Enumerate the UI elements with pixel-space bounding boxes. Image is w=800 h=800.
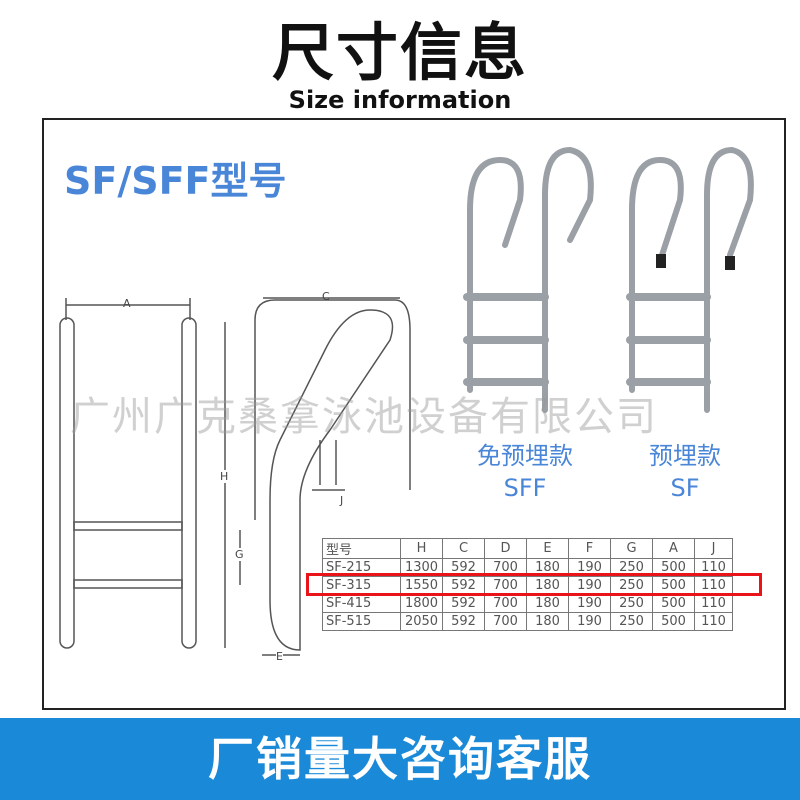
page-title: 尺寸信息 <box>271 16 528 89</box>
variant-name: 预埋款 <box>649 442 721 470</box>
variant-code: SFF <box>503 474 547 502</box>
table-cell: E <box>526 538 569 559</box>
highlight-box <box>306 573 762 596</box>
table-cell: A <box>652 538 695 559</box>
table-cell: 1550 <box>400 576 443 595</box>
dim-h-label: H <box>220 470 229 483</box>
table-cell: 500 <box>652 594 695 613</box>
dim-c-label: C <box>322 290 330 303</box>
variant-name: 免预埋款 <box>477 442 573 470</box>
table-cell: C <box>442 538 485 559</box>
table-cell: SF-215 <box>322 558 401 577</box>
variant-sff: 免预埋款 SFF <box>460 440 590 504</box>
table-cell: 型号 <box>322 538 401 559</box>
table-cell: 592 <box>442 612 485 631</box>
table-cell: 2050 <box>400 612 443 631</box>
spec-frame <box>42 118 786 710</box>
table-cell: 700 <box>484 594 527 613</box>
dim-e-label: E <box>276 650 283 663</box>
table-cell: H <box>400 538 443 559</box>
side-view-drawing <box>254 299 411 651</box>
table-cell: F <box>568 538 611 559</box>
table-cell: 110 <box>694 594 733 613</box>
dim-a-label: A <box>123 297 131 310</box>
watermark: 广州广克桑拿泳池设备有限公司 <box>70 394 658 440</box>
table-cell: SF-315 <box>322 576 401 595</box>
table-cell: 1300 <box>400 558 443 577</box>
table-cell: 250 <box>610 612 653 631</box>
table-cell: 180 <box>526 612 569 631</box>
model-label: SF/SFF型号 <box>64 159 287 203</box>
table-cell: 1800 <box>400 594 443 613</box>
variant-code: SF <box>670 474 700 502</box>
table-cell: SF-515 <box>322 612 401 631</box>
dim-g-label: G <box>235 548 244 561</box>
table-cell: 180 <box>526 594 569 613</box>
table-cell: SF-415 <box>322 594 401 613</box>
table-cell: D <box>484 538 527 559</box>
table-cell: 250 <box>610 594 653 613</box>
table-cell: 592 <box>442 594 485 613</box>
variant-sf: 预埋款 SF <box>625 440 745 504</box>
dim-j-label: J <box>340 494 344 507</box>
table-cell: G <box>610 538 653 559</box>
table-cell: 110 <box>694 612 733 631</box>
contact-banner: 厂销量大咨询客服 <box>0 718 800 800</box>
table-cell: 700 <box>484 612 527 631</box>
table-cell: 190 <box>568 612 611 631</box>
table-cell: 190 <box>568 594 611 613</box>
table-cell: J <box>694 538 733 559</box>
page-subtitle: Size information <box>288 86 512 114</box>
table-cell: 190 <box>568 558 611 577</box>
table-cell: 500 <box>652 612 695 631</box>
